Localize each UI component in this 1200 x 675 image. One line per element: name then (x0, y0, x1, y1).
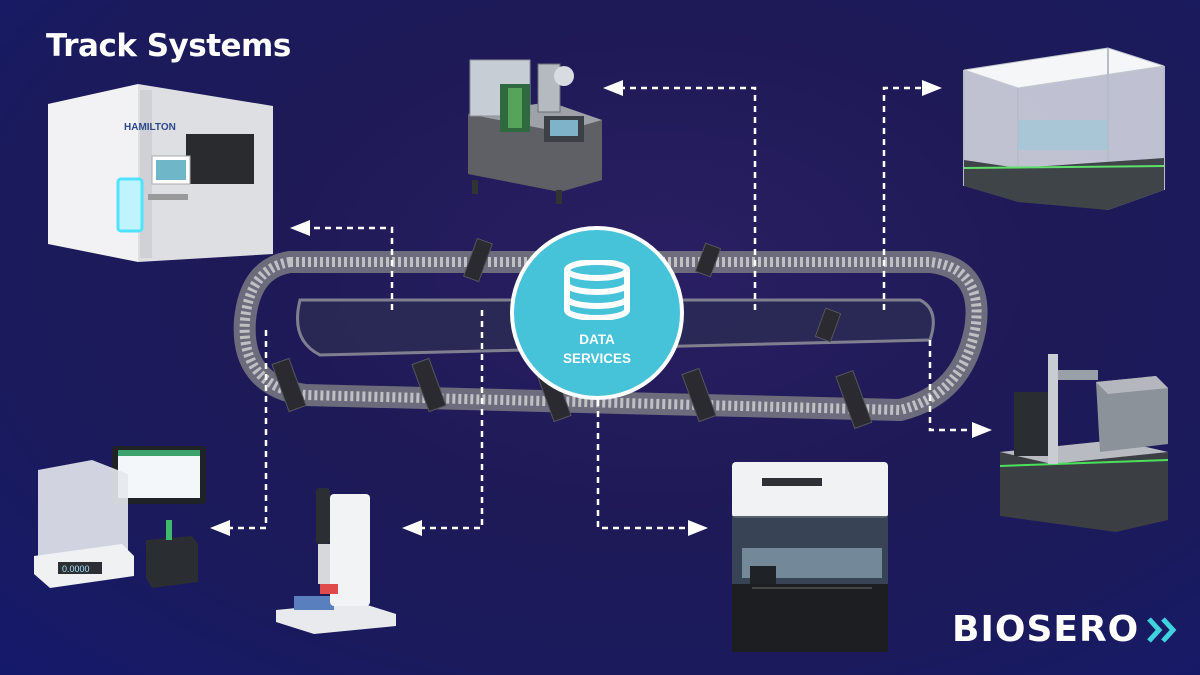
liquid-handler-device (732, 462, 888, 652)
database-icon (564, 260, 630, 320)
page-title: Track Systems (46, 28, 291, 64)
hamilton-brand-label: HAMILTON (124, 122, 176, 133)
enclosed-automation-system-device (963, 47, 1165, 210)
double-chevron-right-icon (1147, 617, 1177, 643)
analytical-balance-device: 0.0000 (34, 446, 206, 588)
logo-text: BIOSERO (952, 609, 1140, 650)
arrowheads (210, 80, 992, 536)
hub-label: DATA SERVICES (563, 330, 631, 368)
hamilton-storage-device: HAMILTON (48, 84, 273, 262)
balance-readout: 0.0000 (62, 564, 90, 574)
data-services-hub: DATA SERVICES (510, 226, 684, 400)
benchtop-pipettor-device (276, 488, 396, 634)
hub-label-line2: SERVICES (562, 351, 632, 366)
hub-label-line1: DATA (579, 332, 615, 347)
plate-stacker-device (999, 354, 1169, 532)
biosero-logo: BIOSERO (952, 612, 1181, 648)
robotic-workcell-device (468, 59, 602, 204)
dashed-connectors (228, 86, 975, 530)
